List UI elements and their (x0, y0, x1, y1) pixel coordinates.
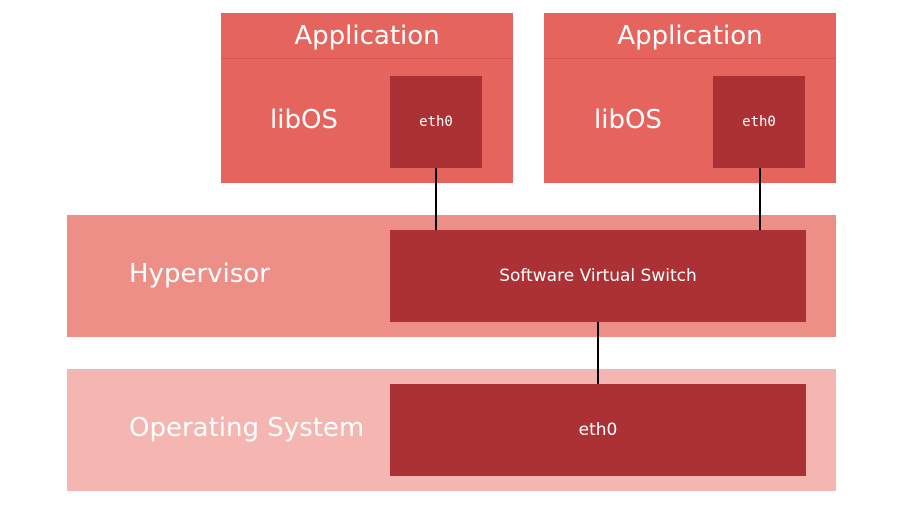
libos-label-1: libOS (270, 105, 338, 135)
libos-label-2: libOS (594, 105, 662, 135)
operating-system-layer: Operating System eth0 (67, 369, 836, 491)
application-title-2: Application (544, 13, 836, 59)
operating-system-label: Operating System (129, 413, 365, 443)
hypervisor-label: Hypervisor (129, 259, 270, 289)
application-box-1: Application libOS eth0 (221, 13, 513, 183)
application-title-1: Application (221, 13, 513, 59)
app-nic-eth0-1: eth0 (390, 76, 482, 168)
os-nic-eth0: eth0 (390, 384, 806, 476)
software-virtual-switch: Software Virtual Switch (390, 230, 806, 322)
wire-switch-to-os-nic (597, 322, 599, 384)
application-box-2: Application libOS eth0 (544, 13, 836, 183)
hypervisor-layer: Hypervisor Software Virtual Switch (67, 215, 836, 337)
wire-app1-to-switch (435, 168, 437, 230)
wire-app2-to-switch (759, 168, 761, 230)
app-nic-eth0-2: eth0 (713, 76, 805, 168)
